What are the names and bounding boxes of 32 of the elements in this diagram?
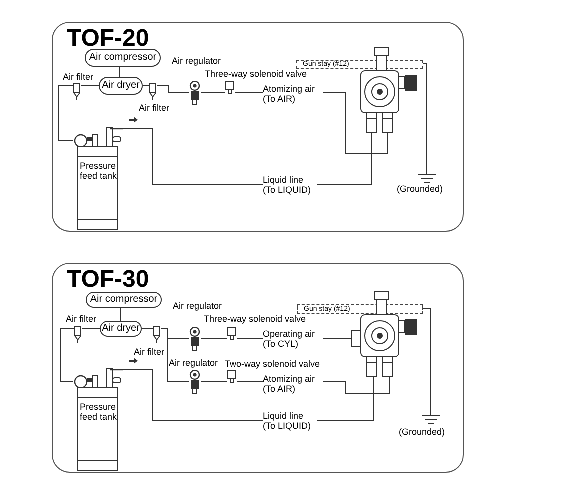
edge-label: Liquid line (To LIQUID): [263, 411, 317, 431]
system-panel: [52, 263, 464, 473]
pipe-line: [58, 86, 74, 142]
part-label: Air filter: [139, 103, 170, 113]
pipe-line: [82, 328, 100, 330]
pipe-line: [422, 308, 432, 412]
tank-label: Pressure feed tank: [80, 161, 118, 181]
pipe-line: [156, 86, 190, 94]
edge-label: Atomizing air (To AIR): [263, 374, 323, 394]
part-label: Three-way solenoid valve: [204, 314, 306, 324]
system-panel: [52, 22, 464, 232]
edge-label: Liquid line (To LIQUID): [263, 175, 317, 195]
part-label: Air regulator: [172, 56, 222, 66]
pipe-line: [142, 328, 154, 330]
part-label: Two-way solenoid valve: [225, 359, 320, 369]
pipe-line: [200, 338, 228, 340]
tank-label: Pressure feed tank: [80, 402, 118, 422]
pipe-line: [200, 92, 226, 94]
part-label: (Grounded): [397, 184, 444, 194]
part-label: Air filter: [63, 72, 94, 82]
panel-title: TOF-30: [67, 265, 150, 294]
part-label: Air regulator: [169, 358, 218, 368]
part-label: Air filter: [66, 314, 97, 324]
part-label: Three-way solenoid valve: [205, 69, 308, 79]
part-label: Air filter: [134, 347, 165, 357]
pipe-line: [120, 308, 122, 322]
part-label: Air regulator: [173, 301, 222, 311]
part-label: (Grounded): [399, 427, 446, 437]
pipe-line: [422, 64, 428, 172]
pipe-line: [160, 328, 190, 382]
pipe-line: [60, 328, 74, 382]
edge-label: Atomizing air (To AIR): [263, 84, 323, 104]
